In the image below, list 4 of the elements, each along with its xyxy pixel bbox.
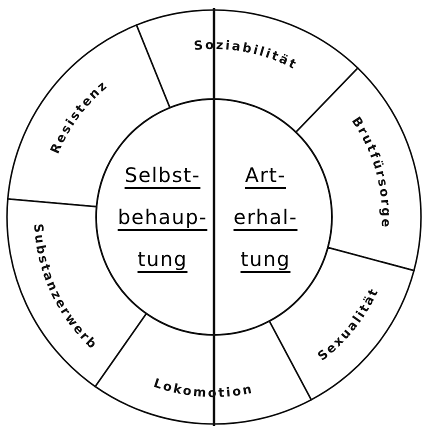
ring-segment xyxy=(94,312,312,425)
concept-label: Art- erhal- tung xyxy=(232,162,298,273)
concept-label: Selbst- behaup- tung xyxy=(116,162,208,273)
ring-segment xyxy=(295,67,422,272)
